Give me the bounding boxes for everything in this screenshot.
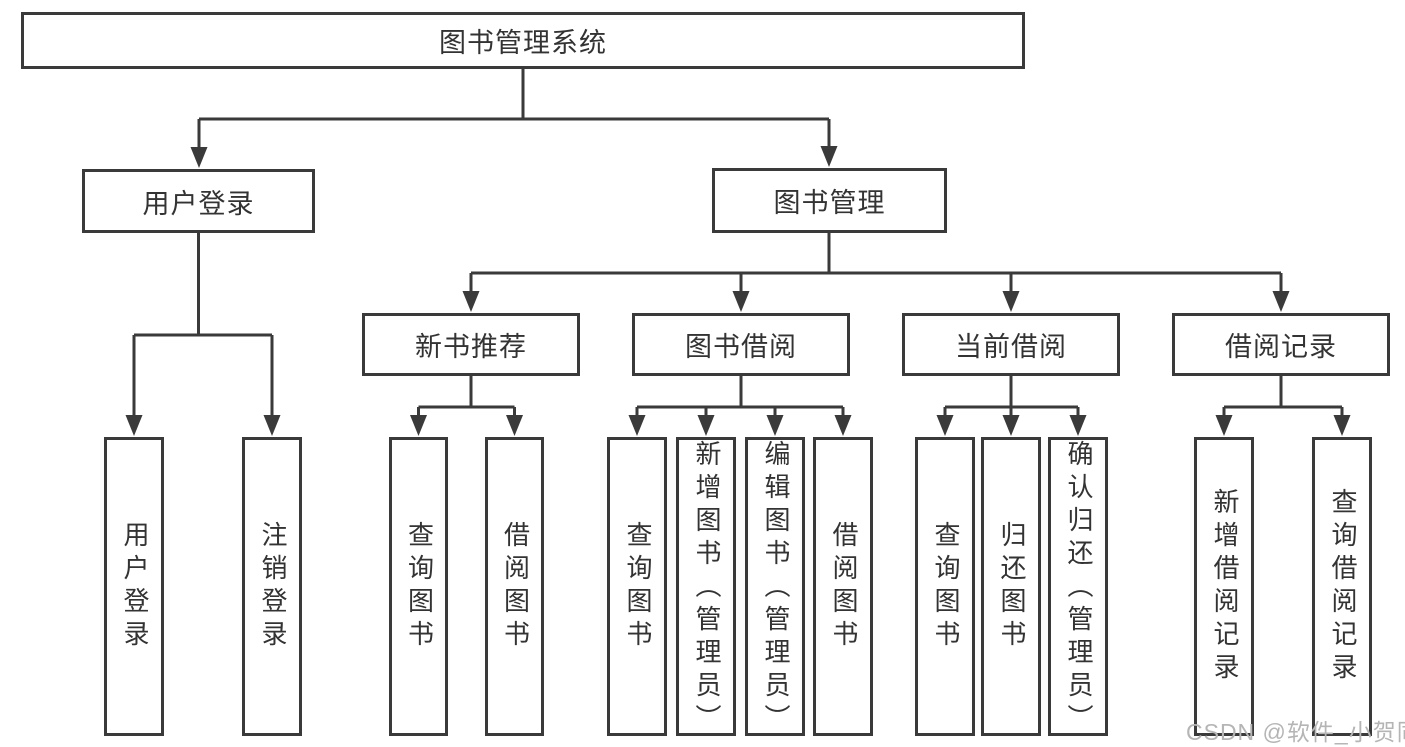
leaf-query-borrow-record: 查询借阅记录 bbox=[1312, 437, 1372, 736]
leaf-logout: 注销登录 bbox=[242, 437, 302, 736]
node-label: 归还图书 bbox=[996, 520, 1027, 653]
node-label: 图书借阅 bbox=[685, 332, 797, 362]
node-library-system: 图书管理系统 bbox=[21, 12, 1025, 69]
node-label: 图书管理 bbox=[773, 188, 886, 218]
node-label: 查询借阅记录 bbox=[1327, 487, 1358, 686]
leaf-user-login: 用户登录 bbox=[104, 437, 164, 736]
csdn-watermark: CSDN @软件_小贺同学 bbox=[1186, 719, 1405, 745]
leaf-borrow-books: 借阅图书 bbox=[813, 437, 873, 736]
node-label: 编辑图书（管理员） bbox=[760, 440, 791, 737]
node-label: 当前借阅 bbox=[955, 332, 1067, 362]
node-borrow-records: 借阅记录 bbox=[1172, 313, 1390, 376]
leaf-query-books-recommend: 查询图书 bbox=[389, 437, 448, 736]
leaf-edit-book-admin: 编辑图书（管理员） bbox=[745, 437, 805, 737]
node-label: 新增图书（管理员） bbox=[691, 440, 722, 737]
node-label: 新增借阅记录 bbox=[1209, 487, 1240, 686]
node-book-management: 图书管理 bbox=[712, 168, 947, 233]
node-new-book-recommend: 新书推荐 bbox=[362, 313, 580, 376]
node-book-borrow: 图书借阅 bbox=[632, 313, 850, 376]
node-label: 借阅记录 bbox=[1225, 332, 1337, 362]
leaf-borrow-books-recommend: 借阅图书 bbox=[485, 437, 544, 736]
leaf-add-book-admin: 新增图书（管理员） bbox=[676, 437, 736, 737]
leaf-confirm-return-admin: 确认归还（管理员） bbox=[1048, 437, 1108, 737]
node-label: 确认归还（管理员） bbox=[1063, 440, 1094, 737]
node-label: 新书推荐 bbox=[415, 332, 527, 362]
leaf-query-books-current: 查询图书 bbox=[915, 437, 975, 736]
leaf-add-borrow-record: 新增借阅记录 bbox=[1194, 437, 1254, 736]
node-label: 查询图书 bbox=[404, 520, 435, 653]
node-user-login: 用户登录 bbox=[82, 169, 315, 233]
node-label: 用户登录 bbox=[142, 188, 255, 219]
node-label: 用户登录 bbox=[119, 520, 150, 653]
node-label: 借阅图书 bbox=[500, 520, 531, 653]
leaf-query-books-borrow: 查询图书 bbox=[607, 437, 667, 736]
node-label: 借阅图书 bbox=[828, 520, 859, 653]
node-label: 图书管理系统 bbox=[439, 28, 607, 58]
node-label: 注销登录 bbox=[257, 520, 288, 653]
node-label: 查询图书 bbox=[622, 520, 653, 653]
leaf-return-book: 归还图书 bbox=[981, 437, 1041, 736]
node-label: 查询图书 bbox=[930, 520, 961, 653]
node-current-borrow: 当前借阅 bbox=[902, 313, 1120, 376]
